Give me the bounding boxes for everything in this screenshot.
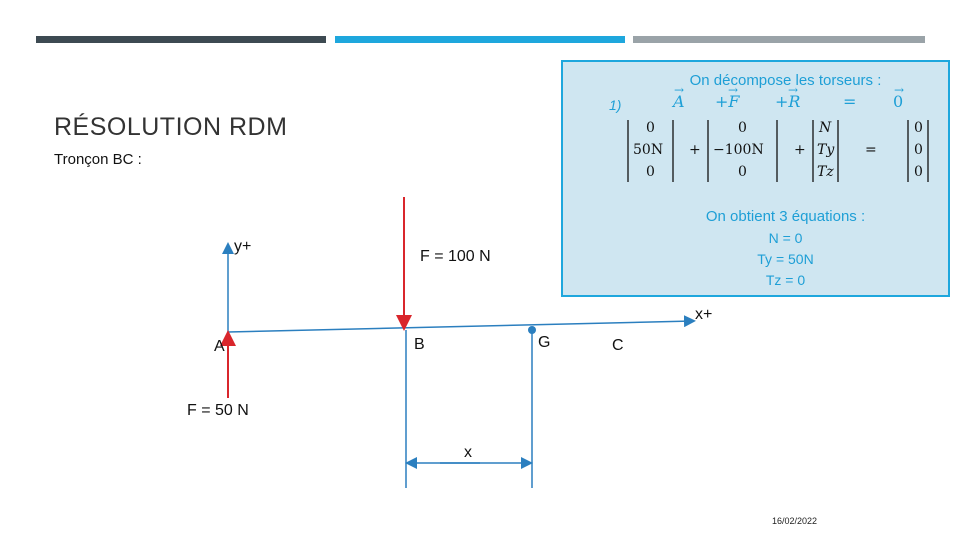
- slide-title: RÉSOLUTION RDM: [54, 113, 288, 141]
- x-axis: [227, 315, 696, 333]
- force-b-label: F = 100 N: [420, 248, 491, 265]
- m1-r3: 0: [646, 164, 655, 180]
- m2-r3: 0: [738, 164, 747, 180]
- m4-r1: 0: [914, 120, 923, 136]
- op-plus-1: +: [689, 142, 701, 158]
- vector-r: →+R: [775, 83, 801, 111]
- m4-r3: 0: [914, 164, 923, 180]
- y-axis-label: y+: [234, 238, 252, 255]
- matrix-brackets: [627, 120, 929, 182]
- decor-bar-dark: [36, 36, 326, 43]
- op-plus-2: +: [794, 142, 806, 158]
- point-g-label: G: [538, 334, 551, 351]
- result-heading: On obtient 3 équations :: [705, 208, 866, 225]
- m3-r2: Ty: [817, 142, 835, 158]
- point-g-marker: [528, 326, 536, 334]
- equation-2: Ty = 50N: [757, 251, 814, 267]
- slide-subtitle: Tronçon BC :: [54, 151, 142, 168]
- m1-r2: 50N: [633, 142, 664, 158]
- m4-r2: 0: [914, 142, 923, 158]
- info-box: On décompose les torseurs : 1) →A →+F →+…: [561, 60, 950, 297]
- x-axis-label: x+: [695, 306, 713, 323]
- vector-f: →+F: [715, 83, 740, 111]
- decor-bar-blue: [335, 36, 625, 43]
- step-number: 1): [609, 97, 622, 113]
- m3-r1: N: [819, 120, 832, 136]
- vector-zero: →0: [893, 83, 905, 111]
- equation-3: Tz = 0: [765, 272, 806, 288]
- point-a-label: A: [214, 338, 225, 355]
- m2-r2: −100N: [713, 142, 764, 158]
- m3-r3: Tz: [817, 164, 834, 180]
- m2-r1: 0: [738, 120, 747, 136]
- point-b-label: B: [414, 336, 425, 353]
- decor-bar-grey: [633, 36, 925, 43]
- vector-a: →A: [673, 83, 685, 111]
- op-equals: =: [865, 142, 877, 158]
- m1-r1: 0: [646, 120, 655, 136]
- force-a-label: F = 50 N: [187, 402, 249, 419]
- point-c-label: C: [612, 337, 624, 354]
- distance-label: x: [464, 444, 472, 461]
- vector-equals: =: [843, 92, 857, 111]
- slide-date: 16/02/2022: [772, 516, 818, 526]
- equation-1: N = 0: [768, 230, 803, 246]
- box-heading: On décompose les torseurs :: [689, 72, 882, 89]
